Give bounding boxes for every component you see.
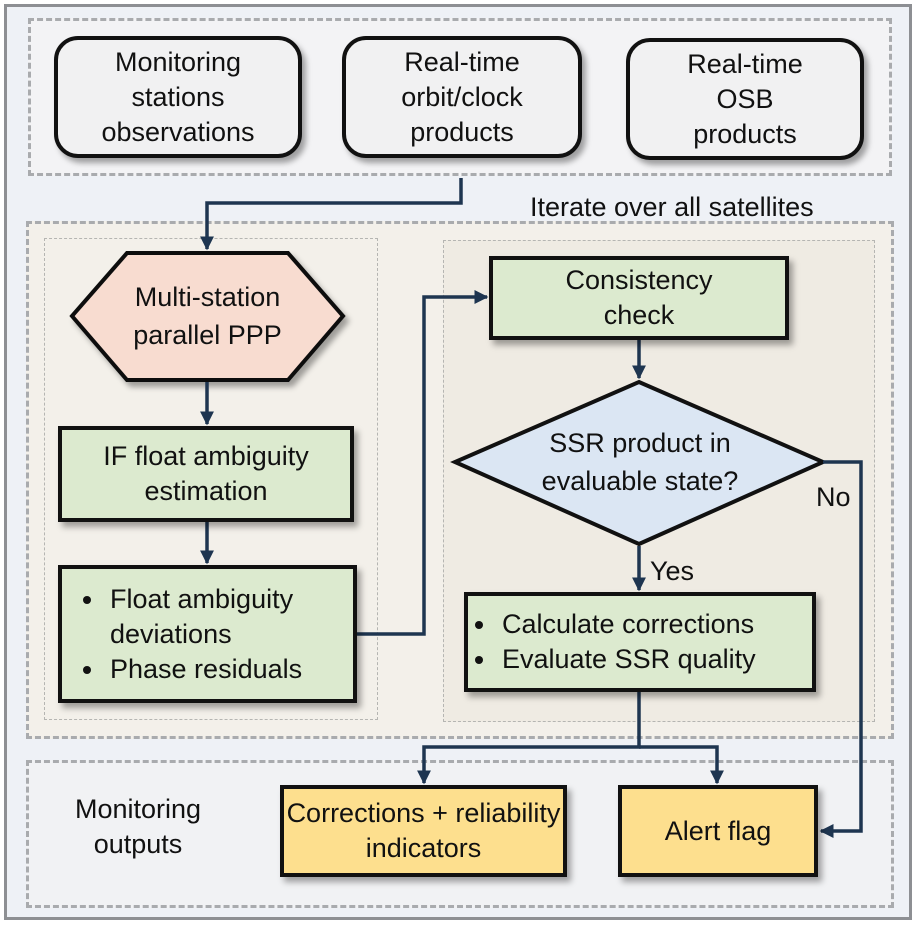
- alert-text: Alert flag: [664, 815, 772, 846]
- if-float-node: IF float ambiguity estimation: [58, 426, 354, 522]
- action-item: Evaluate SSR quality: [498, 642, 756, 677]
- corrections-text: Corrections + reliability indicators: [286, 798, 561, 863]
- osb-text: Real-time OSB products: [687, 48, 803, 149]
- no-label: No: [816, 482, 851, 512]
- outputs-group-label: Monitoring outputs: [74, 794, 202, 859]
- consistency-node: Consistency check: [489, 256, 789, 340]
- float-outputs-list: Float ambiguity deviations Phase residua…: [74, 582, 320, 687]
- alert-node: Alert flag: [618, 785, 818, 877]
- float-outputs-node: Float ambiguity deviations Phase residua…: [58, 565, 357, 703]
- decision-text: SSR product in evaluable state?: [541, 428, 739, 496]
- orbit-clock-node: Real-time orbit/clock products: [342, 36, 582, 158]
- action-item: Calculate corrections: [498, 607, 756, 642]
- float-output-item: Float ambiguity deviations: [106, 582, 320, 652]
- yes-label: Yes: [650, 556, 695, 586]
- monitoring-stations-node: Monitoring stations observations: [54, 36, 302, 158]
- orbit-clock-text: Real-time orbit/clock products: [401, 46, 523, 147]
- osb-node: Real-time OSB products: [626, 38, 864, 160]
- consistency-text: Consistency check: [565, 265, 713, 330]
- actions-node: Calculate corrections Evaluate SSR quali…: [464, 592, 816, 692]
- actions-list: Calculate corrections Evaluate SSR quali…: [468, 607, 756, 677]
- corrections-node: Corrections + reliability indicators: [280, 785, 567, 877]
- if-float-text: IF float ambiguity estimation: [103, 441, 309, 506]
- float-output-item: Phase residuals: [106, 652, 320, 687]
- ppp-text: Multi-station parallel PPP: [133, 282, 282, 350]
- loop-label: Iterate over all satellites: [530, 192, 814, 222]
- monitoring-stations-text: Monitoring stations observations: [101, 46, 255, 147]
